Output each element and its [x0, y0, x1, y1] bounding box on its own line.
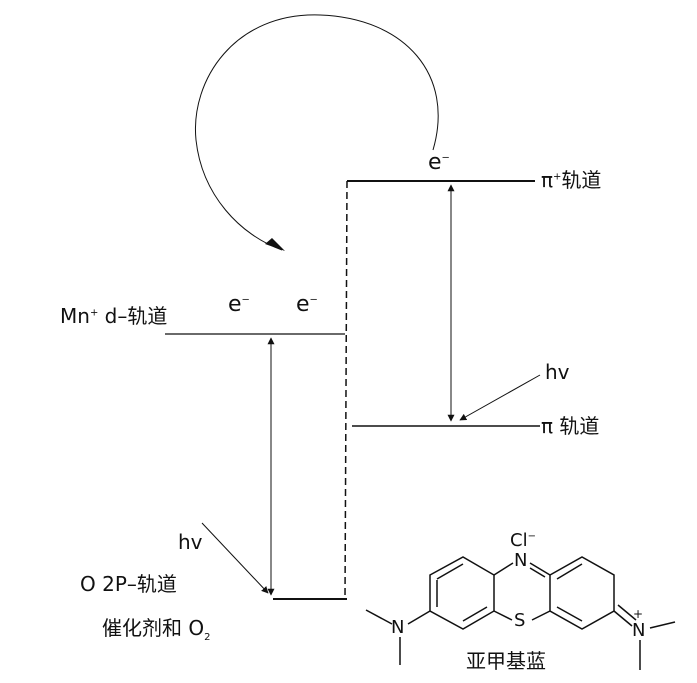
- hv-arrow-left: [201, 522, 269, 594]
- charge-plus: +: [633, 607, 644, 621]
- hv-left-label: hv: [178, 530, 203, 554]
- pi-star-orbital-label: π+轨道: [541, 168, 602, 192]
- counter-ion-label: Cl−: [510, 530, 536, 551]
- atom-n-left: N: [391, 617, 405, 638]
- pi-orbital-label: π 轨道: [541, 414, 600, 438]
- dashed-connector: [344, 180, 348, 600]
- electron-transfer-curve: [194, 14, 439, 251]
- molecule-name-label: 亚甲基蓝: [466, 649, 546, 673]
- curve-arrowhead: [265, 238, 285, 251]
- atom-n-top: N: [514, 550, 528, 571]
- methylene-blue-structure: [365, 556, 676, 670]
- electron-left-label: e−: [228, 292, 250, 317]
- hv-arrow-right: [459, 374, 541, 421]
- mn-d-orbital-label: Mn+ d–轨道: [60, 304, 168, 328]
- hv-right-label: hv: [545, 360, 570, 384]
- electron-top-label: e−: [428, 150, 450, 175]
- atom-n-right: N: [632, 620, 646, 641]
- atom-s: S: [514, 610, 526, 631]
- catalyst-o2-label: 催化剂和 O2: [102, 616, 211, 643]
- electron-mid-label: e−: [296, 292, 318, 317]
- o-2p-orbital-label: O 2P–轨道: [80, 572, 177, 596]
